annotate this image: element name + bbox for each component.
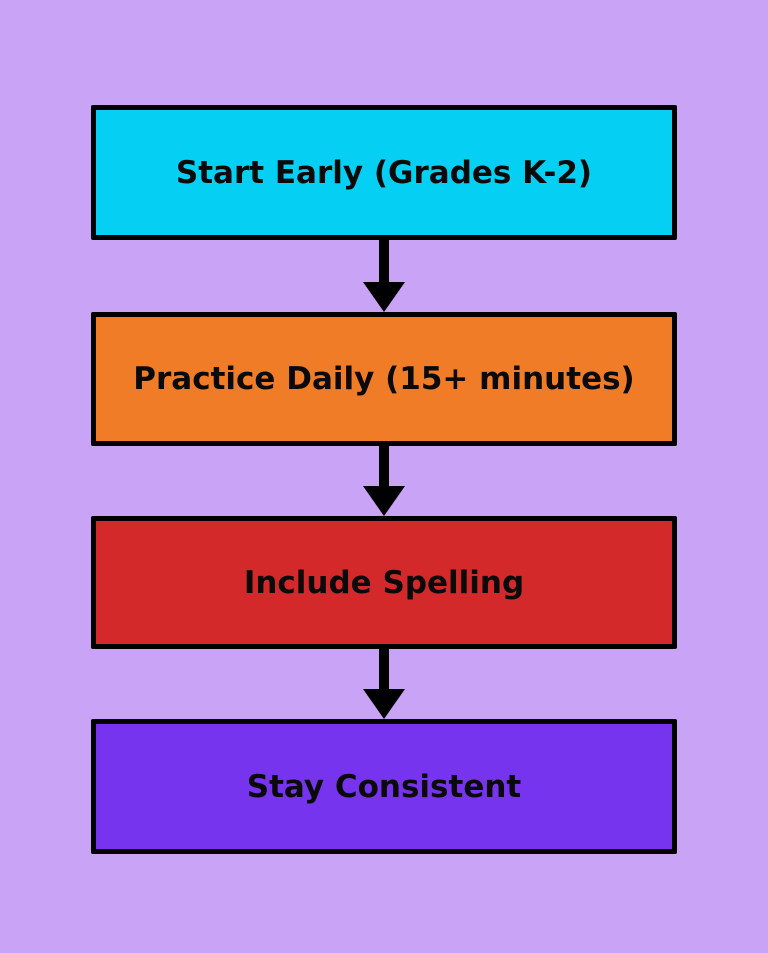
step-include-spelling: Include Spelling	[91, 516, 677, 649]
arrow-down-icon	[362, 444, 406, 517]
arrow-down-icon	[362, 238, 406, 313]
step-label: Start Early (Grades K-2)	[175, 154, 593, 191]
step-start-early: Start Early (Grades K-2)	[91, 105, 677, 240]
arrow-down-icon	[362, 647, 406, 720]
step-label: Practice Daily (15+ minutes)	[133, 361, 635, 397]
step-practice-daily: Practice Daily (15+ minutes)	[91, 312, 677, 446]
step-label: Stay Consistent	[246, 768, 522, 805]
step-stay-consistent: Stay Consistent	[91, 719, 677, 854]
step-label: Include Spelling	[243, 564, 525, 601]
